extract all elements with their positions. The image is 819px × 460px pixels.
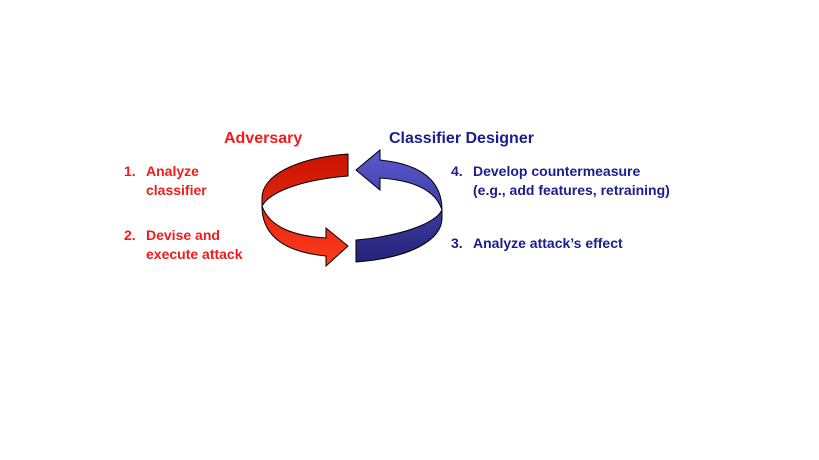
step-text: Analyze (146, 163, 199, 179)
step-number: 3. (451, 235, 463, 251)
step-text-continued: execute attack (146, 246, 243, 262)
step-text: Analyze attack’s effect (473, 235, 623, 251)
designer-step-4: 4. Develop countermeasure (e.g., add feat… (451, 162, 670, 200)
step-text-continued: classifier (146, 182, 207, 198)
adversary-step-2: 2. Devise and execute attack (124, 226, 243, 264)
step-text: Develop countermeasure (473, 163, 641, 179)
classifier-designer-title: Classifier Designer (389, 130, 534, 147)
red-cycle-arrow (261, 153, 349, 268)
step-number: 1. (124, 163, 136, 179)
blue-cycle-arrow (355, 148, 443, 263)
step-number: 2. (124, 227, 136, 243)
step-text: Devise and (146, 227, 220, 243)
step-text-continued: (e.g., add features, retraining) (473, 182, 670, 198)
adversary-step-1: 1. Analyze classifier (124, 162, 207, 200)
adversary-title: Adversary (224, 130, 303, 147)
step-number: 4. (451, 163, 463, 179)
designer-step-3: 3. Analyze attack’s effect (451, 234, 623, 253)
